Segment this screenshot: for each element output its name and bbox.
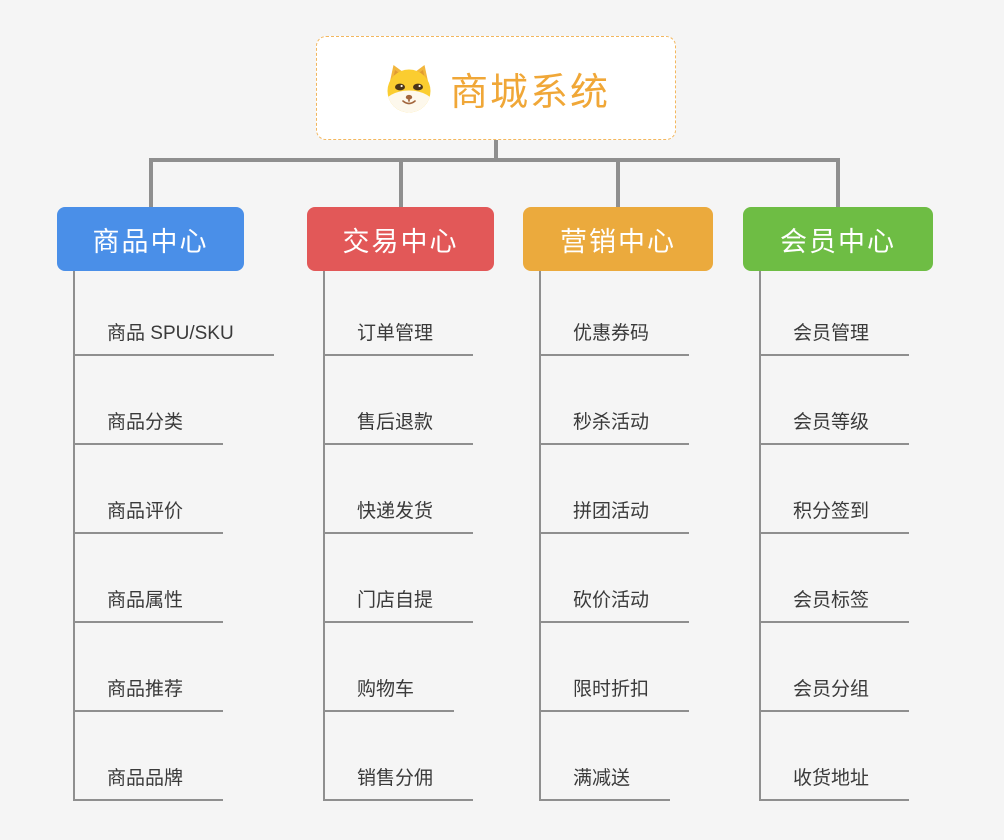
- leaf-row: 门店自提: [325, 534, 494, 623]
- leaf-row: 会员分组: [761, 623, 933, 712]
- branch-header[interactable]: 商品中心: [57, 207, 244, 271]
- leaf-node[interactable]: 拼团活动: [541, 496, 690, 534]
- leaf-node[interactable]: 满减送: [541, 763, 671, 801]
- root-node[interactable]: 商城系统: [316, 36, 676, 140]
- branch-label: 营销中心: [560, 226, 676, 257]
- leaf-node[interactable]: 限时折扣: [541, 674, 690, 712]
- leaf-row: 满减送: [541, 712, 713, 801]
- branch-header[interactable]: 交易中心: [307, 207, 494, 271]
- leaf-row: 商品品牌: [75, 712, 274, 801]
- leaf-node[interactable]: 优惠券码: [541, 318, 690, 356]
- shiba-dog-icon: [382, 62, 436, 114]
- branch-label: 商品中心: [92, 226, 209, 257]
- branch-children: 会员管理 会员等级 积分签到 会员标签 会员分组 收货地址: [759, 271, 933, 801]
- leaf-node[interactable]: 门店自提: [325, 585, 474, 623]
- leaf-node[interactable]: 快递发货: [325, 496, 474, 534]
- leaf-row: 优惠券码: [541, 271, 713, 356]
- branch-children: 优惠券码 秒杀活动 拼团活动 砍价活动 限时折扣 满减送: [539, 271, 713, 801]
- branch: 商品中心 商品 SPU/SKU 商品分类 商品评价 商品属性 商品推荐 商品品牌: [57, 207, 274, 801]
- branch: 营销中心 优惠券码 秒杀活动 拼团活动 砍价活动 限时折扣 满减送: [523, 207, 713, 801]
- root-title: 商城系统: [449, 71, 610, 114]
- leaf-row: 售后退款: [325, 356, 494, 445]
- leaf-node[interactable]: 砍价活动: [541, 585, 690, 623]
- branch-drop-line-3: [616, 158, 620, 207]
- branch-drop-line-4: [836, 158, 840, 207]
- leaf-node[interactable]: 会员标签: [761, 585, 910, 623]
- leaf-row: 快递发货: [325, 445, 494, 534]
- leaf-node[interactable]: 销售分佣: [325, 763, 474, 801]
- leaf-row: 商品 SPU/SKU: [75, 271, 274, 356]
- branch-label: 交易中心: [342, 226, 459, 257]
- leaf-row: 会员等级: [761, 356, 933, 445]
- leaf-node[interactable]: 积分签到: [761, 496, 910, 534]
- leaf-node[interactable]: 购物车: [325, 674, 455, 712]
- branch-label: 会员中心: [780, 226, 896, 257]
- leaf-row: 会员管理: [761, 271, 933, 356]
- leaf-row: 收货地址: [761, 712, 933, 801]
- leaf-row: 销售分佣: [325, 712, 494, 801]
- branch-drop-line-2: [398, 158, 403, 207]
- horizontal-rail: [148, 158, 840, 162]
- leaf-row: 拼团活动: [541, 445, 713, 534]
- leaf-row: 商品推荐: [75, 623, 274, 712]
- branch-drop-line-1: [148, 158, 153, 207]
- leaf-row: 商品评价: [75, 445, 274, 534]
- leaf-row: 商品分类: [75, 356, 274, 445]
- leaf-row: 商品属性: [75, 534, 274, 623]
- leaf-node[interactable]: 会员管理: [761, 318, 910, 356]
- leaf-node[interactable]: 商品分类: [75, 407, 224, 445]
- branch-header[interactable]: 营销中心: [523, 207, 713, 271]
- leaf-node[interactable]: 商品属性: [75, 585, 224, 623]
- branch-children: 订单管理 售后退款 快递发货 门店自提 购物车 销售分佣: [323, 271, 494, 801]
- branch: 交易中心 订单管理 售后退款 快递发货 门店自提 购物车 销售分佣: [307, 207, 494, 801]
- leaf-row: 订单管理: [325, 271, 494, 356]
- branch: 会员中心 会员管理 会员等级 积分签到 会员标签 会员分组 收货地址: [743, 207, 933, 801]
- leaf-node[interactable]: 秒杀活动: [541, 407, 690, 445]
- leaf-row: 砍价活动: [541, 534, 713, 623]
- branch-header[interactable]: 会员中心: [743, 207, 933, 271]
- root-drop-line: [494, 140, 498, 162]
- leaf-node[interactable]: 商品 SPU/SKU: [75, 318, 274, 356]
- leaf-node[interactable]: 商品评价: [75, 496, 224, 534]
- branch-children: 商品 SPU/SKU 商品分类 商品评价 商品属性 商品推荐 商品品牌: [73, 271, 274, 801]
- leaf-node[interactable]: 商品推荐: [75, 674, 224, 712]
- leaf-node[interactable]: 会员等级: [761, 407, 910, 445]
- leaf-node[interactable]: 售后退款: [325, 407, 474, 445]
- leaf-node[interactable]: 商品品牌: [75, 763, 224, 801]
- leaf-node[interactable]: 收货地址: [761, 763, 910, 801]
- leaf-row: 积分签到: [761, 445, 933, 534]
- leaf-row: 秒杀活动: [541, 356, 713, 445]
- leaf-node[interactable]: 订单管理: [325, 318, 474, 356]
- leaf-row: 购物车: [325, 623, 494, 712]
- leaf-node[interactable]: 会员分组: [761, 674, 910, 712]
- leaf-row: 会员标签: [761, 534, 933, 623]
- leaf-row: 限时折扣: [541, 623, 713, 712]
